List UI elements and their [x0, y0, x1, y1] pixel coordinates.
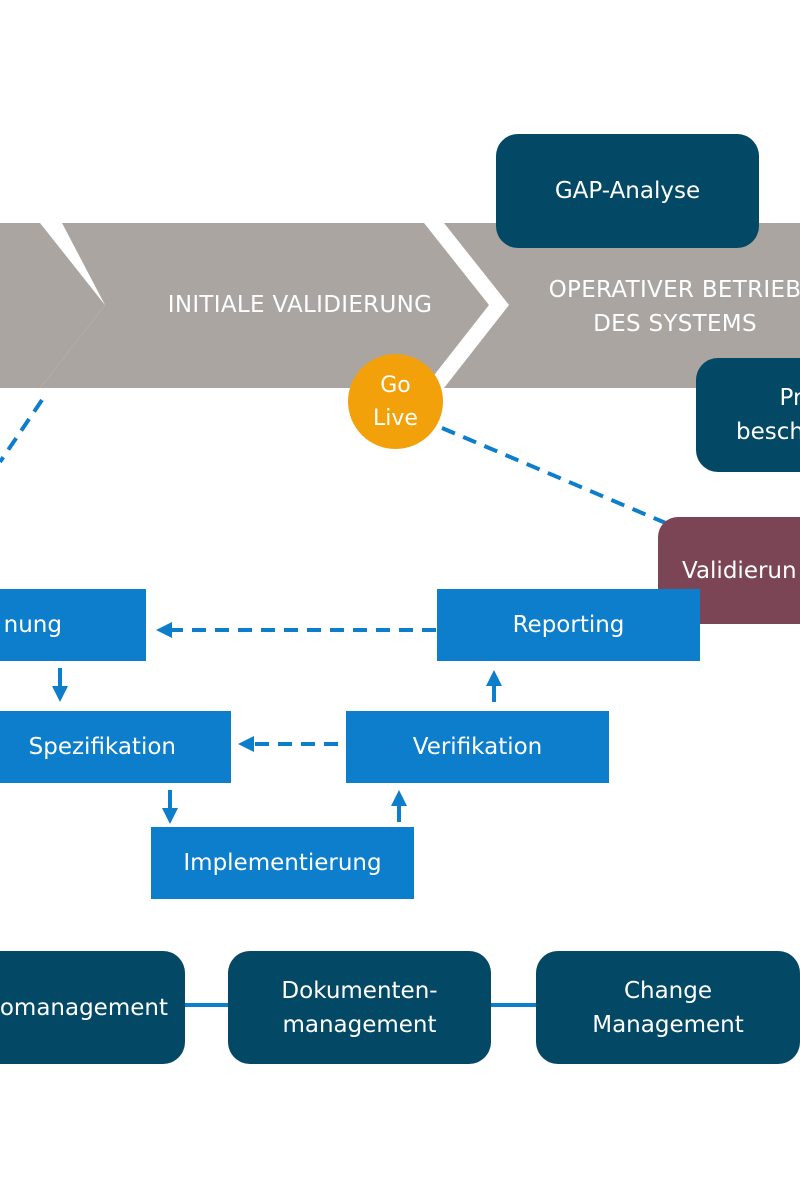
- planning-step: nung: [0, 589, 146, 661]
- verification-step: Verifikation: [346, 711, 609, 783]
- phase-label-operative: OPERATIVER BETRIEB DES SYSTEMS: [515, 273, 800, 341]
- phase-label-operative-line1: OPERATIVER BETRIEB: [548, 277, 800, 303]
- specification-step: Spezifikation: [0, 711, 231, 783]
- go-live-line2: Live: [373, 405, 418, 431]
- dashed-connector-left: [0, 398, 44, 464]
- reporting-step: Reporting: [437, 589, 700, 661]
- change-management-line2: Management: [592, 1011, 744, 1038]
- process-description-box: Pr besch: [696, 358, 800, 472]
- phase-chevron-initial-validation: [40, 223, 489, 388]
- document-management-line2: management: [282, 1011, 437, 1038]
- validation-box: Validierun: [658, 517, 800, 624]
- change-management-line1: Change: [623, 977, 713, 1004]
- risk-management-box: omanagement: [0, 951, 185, 1064]
- phase-label-operative-line2: DES SYSTEMS: [593, 311, 757, 337]
- change-management-box: Change Management: [536, 951, 800, 1064]
- process-description-line1: Pr: [779, 385, 800, 411]
- document-management-line1: Dokumenten-: [281, 977, 438, 1004]
- phase-label-initial-validation: INITIALE VALIDIERUNG: [167, 292, 433, 318]
- dashed-connector-golive-validation: [441, 426, 669, 526]
- gap-analysis-box: GAP-Analyse: [496, 134, 759, 248]
- document-management-box: Dokumenten- management: [228, 951, 491, 1064]
- phase-chevron-left: [0, 223, 105, 388]
- phase-chevron-operative: [444, 223, 800, 388]
- go-live-line1: Go: [380, 372, 411, 398]
- process-description-line2: besch: [736, 419, 800, 445]
- implementation-step: Implementierung: [151, 827, 414, 899]
- go-live-milestone: Go Live: [348, 354, 443, 449]
